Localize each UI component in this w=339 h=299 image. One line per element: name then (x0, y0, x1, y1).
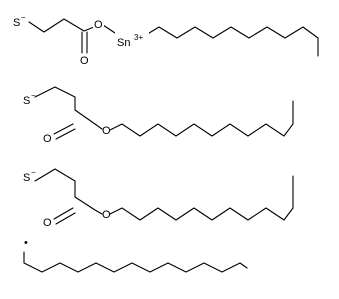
ligand-3-backbone (34, 168, 103, 215)
ligand-2-carbonyl-bond (53, 123, 76, 140)
ligand-2-bonds (34, 86, 294, 140)
ligand-2-backbone (34, 86, 103, 130)
ligand-3-sulfur-charge: − (31, 168, 36, 177)
ligand-1-ester-oxygen: O (94, 19, 103, 31)
radical-alkyl-chain (23, 251, 248, 273)
ligand-3-carbonyl-bond (53, 207, 76, 225)
ligand-1-backbone (28, 18, 95, 33)
ligand-1-carbonyl-oxygen: O (80, 55, 89, 67)
ligand-1-sulfur-atom: S (13, 17, 20, 29)
ligand-1-carbonyl-bond (81, 31, 88, 54)
ligand-1-bonds (28, 18, 319, 57)
ligand-3-alkyl-chain (109, 175, 294, 221)
tin-charge: 3+ (134, 33, 143, 42)
ligand-2-sulfur-charge: − (31, 91, 36, 100)
radical-dot: • (24, 237, 28, 249)
ligand-2-sulfur-atom: S (23, 95, 30, 107)
ligand-3-bonds (34, 168, 294, 225)
ligand-3-carbonyl-oxygen: O (43, 217, 52, 229)
ligand-2-alkyl-chain (109, 100, 294, 137)
ligand-3-sulfur-atom: S (23, 172, 30, 184)
ligand-1-sulfur-charge: − (21, 13, 26, 22)
tin-atom: Sn (117, 37, 130, 49)
ligand-2-ester-oxygen: O (102, 125, 111, 137)
ligand-3-ester-oxygen: O (102, 209, 111, 221)
ligand-2-carbonyl-oxygen: O (43, 133, 52, 145)
